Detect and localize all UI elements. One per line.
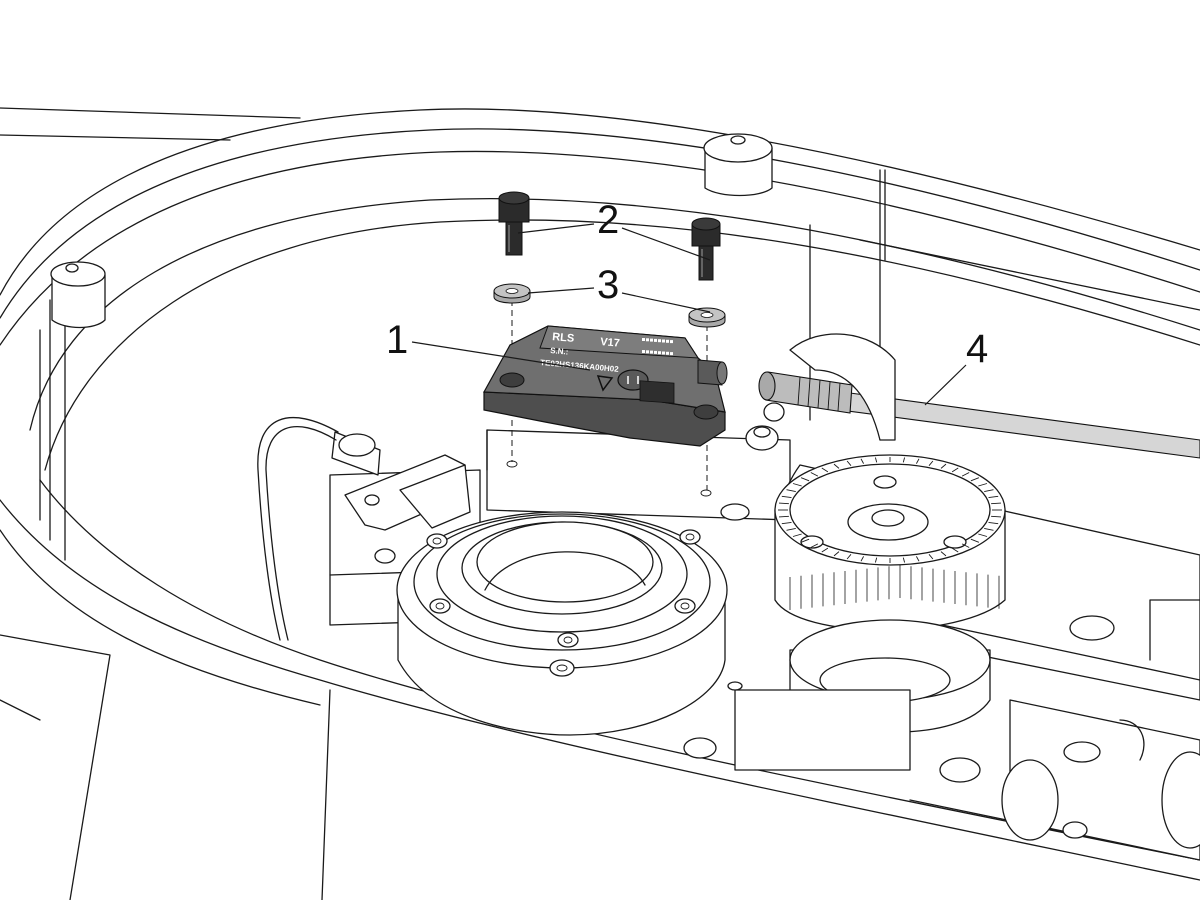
pulley-tooth: [951, 547, 959, 553]
washer-right: [688, 307, 726, 328]
pulley-tooth: [821, 467, 829, 473]
qr-cell: [646, 338, 649, 342]
bearing-housing: [396, 511, 728, 736]
pulley-tooth: [860, 556, 864, 562]
callout-4: 4: [966, 327, 988, 371]
qr-cell: [662, 339, 665, 343]
pulley-tooth: [786, 489, 796, 493]
housing-shell: [0, 107, 1200, 900]
pulley-tooth: [970, 538, 980, 543]
qr-cell: [642, 338, 645, 341]
qr-cell: [646, 350, 649, 354]
qr-code-icon: [642, 338, 673, 356]
encoder-readhead: RLS V17 S.N.: TE02HS136KA00H02: [483, 325, 728, 447]
mounting-boss-left: [50, 261, 106, 329]
pulley-tooth: [786, 527, 796, 531]
pulley-tooth: [846, 460, 852, 466]
pulley-tooth: [800, 538, 810, 543]
washer-left: [493, 283, 531, 304]
pulley-tooth: [833, 551, 840, 557]
pulley-tooth: [991, 502, 1002, 505]
pulley-tooth: [970, 477, 980, 482]
mounting-boss-right: [703, 133, 773, 197]
pulley-tooth: [916, 458, 920, 464]
callout-leaders: [411, 223, 967, 406]
qr-cell: [658, 351, 661, 355]
pulley-tooth: [792, 533, 802, 537]
qr-cell: [642, 350, 645, 353]
qr-cell: [654, 338, 657, 342]
qr-cell: [670, 352, 673, 356]
pulley-tooth: [902, 457, 906, 463]
pulley-tooth: [928, 554, 934, 560]
pulley-tooth: [916, 556, 920, 562]
pulley-tooth: [988, 521, 999, 525]
pulley-tooth: [778, 515, 789, 518]
pulley-tooth: [988, 495, 999, 499]
right-lower-mechanism: [939, 599, 1200, 861]
pulley-tooth: [792, 483, 802, 487]
pulley-tooth: [874, 557, 878, 563]
callout-2: 2: [597, 198, 619, 242]
qr-cell: [654, 350, 657, 354]
left-sensor-bracket: [257, 417, 471, 641]
qr-cell: [666, 339, 669, 343]
pulley-tooth: [810, 472, 819, 477]
sensor-sn-caption: S.N.:: [550, 346, 569, 357]
belt-drive: [683, 454, 1200, 771]
pulley-tooth: [778, 502, 789, 505]
pulley-tooth: [991, 515, 1002, 518]
pulley-tooth: [800, 477, 810, 482]
callout-1: 1: [386, 318, 408, 362]
qr-cell: [670, 340, 673, 344]
screw-left: [498, 191, 530, 256]
pulley-tooth: [821, 547, 829, 553]
qr-cell: [658, 339, 661, 343]
pulley-tooth: [928, 460, 934, 466]
qr-cell: [650, 350, 653, 354]
pulley-teeth: [778, 457, 1002, 610]
qr-cell: [650, 338, 653, 342]
pulley-tooth: [781, 495, 792, 499]
qr-cell: [666, 351, 669, 355]
pulley-tooth: [961, 472, 970, 477]
pulley-tooth: [860, 458, 864, 464]
pulley-tooth: [984, 489, 994, 493]
pulley-tooth: [810, 543, 819, 548]
pulley-tooth: [978, 483, 988, 487]
sensor-brand-text: RLS: [552, 331, 575, 345]
qr-cell: [662, 351, 665, 355]
sensor-model-text: V17: [600, 336, 621, 350]
pulley-tooth: [781, 521, 792, 525]
callout-3: 3: [597, 263, 619, 307]
encoder-cable: [745, 333, 1200, 459]
pulley-tooth: [978, 533, 988, 537]
screw-right: [691, 217, 721, 281]
pulley-tooth: [833, 463, 840, 469]
pulley-tooth: [902, 557, 906, 563]
pulley-tooth: [940, 463, 947, 469]
pulley-tooth: [984, 527, 994, 531]
pulley-tooth: [846, 554, 852, 560]
pulley-tooth: [961, 543, 970, 548]
pulley-tooth: [940, 551, 947, 557]
pulley-tooth: [951, 467, 959, 473]
pulley-tooth: [874, 457, 878, 463]
